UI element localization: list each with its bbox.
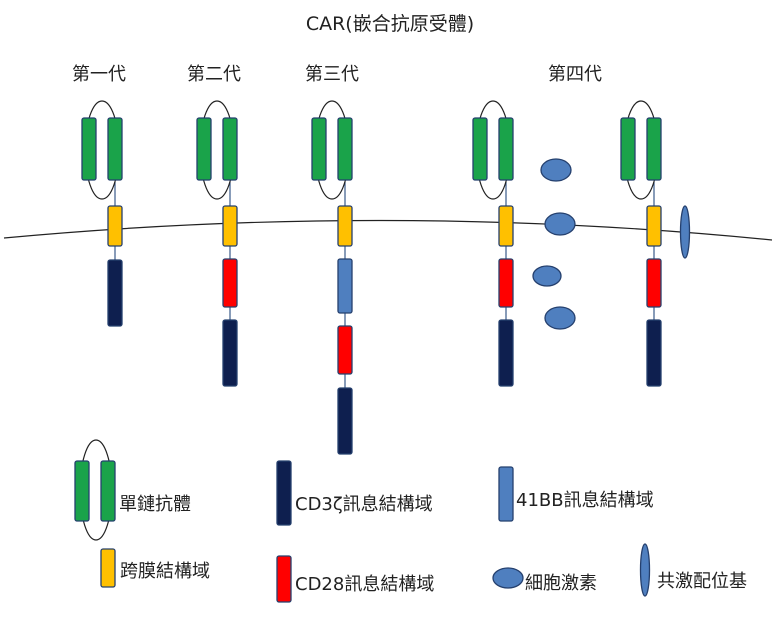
car-fourth-generation-cytokine (472, 100, 576, 387)
scfv-heavy-chain (81, 117, 97, 181)
cd28-domain (646, 258, 662, 308)
cytokine (532, 265, 562, 287)
cd3z-domain (646, 319, 662, 387)
car-third-generation (311, 100, 353, 455)
scfv-light-chain (107, 117, 123, 181)
legend-41bb-swatch (498, 466, 514, 522)
legend-label-41bb: 41BB訊息結構域 (516, 490, 654, 511)
cd28-domain (498, 258, 514, 308)
cd3z-domain (337, 387, 353, 455)
car-fourth-generation-costim (620, 100, 691, 387)
transmembrane-domain (646, 205, 662, 247)
legend-cd3z-swatch (276, 460, 292, 526)
legend-label-scfv: 單鏈抗體 (119, 494, 191, 515)
transmembrane-domain (107, 205, 123, 247)
legend-transmembrane-swatch (100, 548, 116, 588)
legend-scfv-light-chain (100, 460, 116, 522)
scfv-light-chain (337, 117, 353, 181)
cytokine (540, 158, 572, 182)
cytokine (544, 306, 576, 330)
car-first-generation (81, 100, 123, 327)
legend-label-cytokine: 細胞激素 (525, 573, 597, 594)
scfv-light-chain (498, 117, 514, 181)
legend-cd28-swatch (276, 555, 292, 603)
generation-label-fourth: 第四代 (548, 64, 602, 85)
legend-cytokine-swatch (492, 567, 524, 589)
cd28-domain (337, 325, 353, 375)
scfv-heavy-chain (311, 117, 327, 181)
generation-label-first: 第一代 (72, 64, 126, 85)
41bb-domain (337, 258, 353, 314)
scfv-heavy-chain (472, 117, 488, 181)
legend-label-cd28: CD28訊息結構域 (295, 574, 435, 595)
scfv-light-chain (646, 117, 662, 181)
generation-label-third: 第三代 (305, 64, 359, 85)
diagram-title: CAR(嵌合抗原受體) (305, 13, 475, 35)
legend (74, 439, 651, 603)
costimulatory-ligand (679, 205, 691, 259)
legend-label-cd3z: CD3ζ訊息結構域 (295, 494, 433, 515)
cd3z-domain (107, 259, 123, 327)
legend-scfv-heavy-chain (74, 460, 90, 522)
legend-label-transmembrane: 跨膜結構域 (120, 561, 210, 582)
transmembrane-domain (222, 205, 238, 247)
legend-label-costim: 共激配位基 (657, 571, 747, 592)
legend-costim-swatch (639, 543, 651, 597)
car-second-generation (196, 100, 238, 387)
transmembrane-domain (337, 205, 353, 247)
transmembrane-domain (498, 205, 514, 247)
cd3z-domain (498, 319, 514, 387)
scfv-heavy-chain (196, 117, 212, 181)
cytokine (544, 212, 576, 236)
scfv-heavy-chain (620, 117, 636, 181)
cd3z-domain (222, 319, 238, 387)
cd28-domain (222, 258, 238, 308)
generation-label-second: 第二代 (187, 64, 241, 85)
scfv-light-chain (222, 117, 238, 181)
